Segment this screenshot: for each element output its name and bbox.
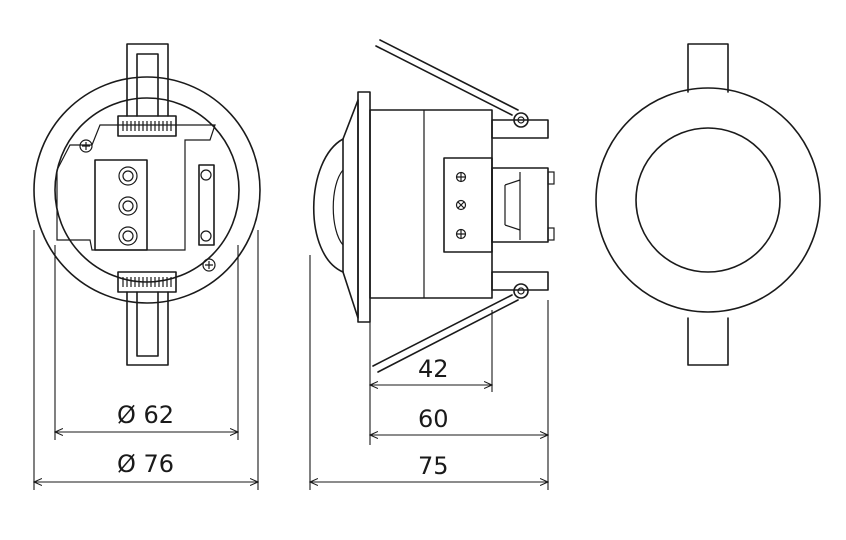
dimension-label-75: 75 [418,452,449,480]
dimension-label-42: 42 [418,355,449,383]
dimension-label-60: 60 [418,405,449,433]
dimension-label-76: Ø 76 [117,450,174,478]
dimension-label-62: Ø 62 [117,401,174,429]
lens-view [595,43,821,366]
side-view [312,39,555,373]
front-dimensions: Ø 62 Ø 76 [34,230,258,490]
front-view [33,43,261,366]
side-dimensions: 42 60 75 [310,255,548,490]
